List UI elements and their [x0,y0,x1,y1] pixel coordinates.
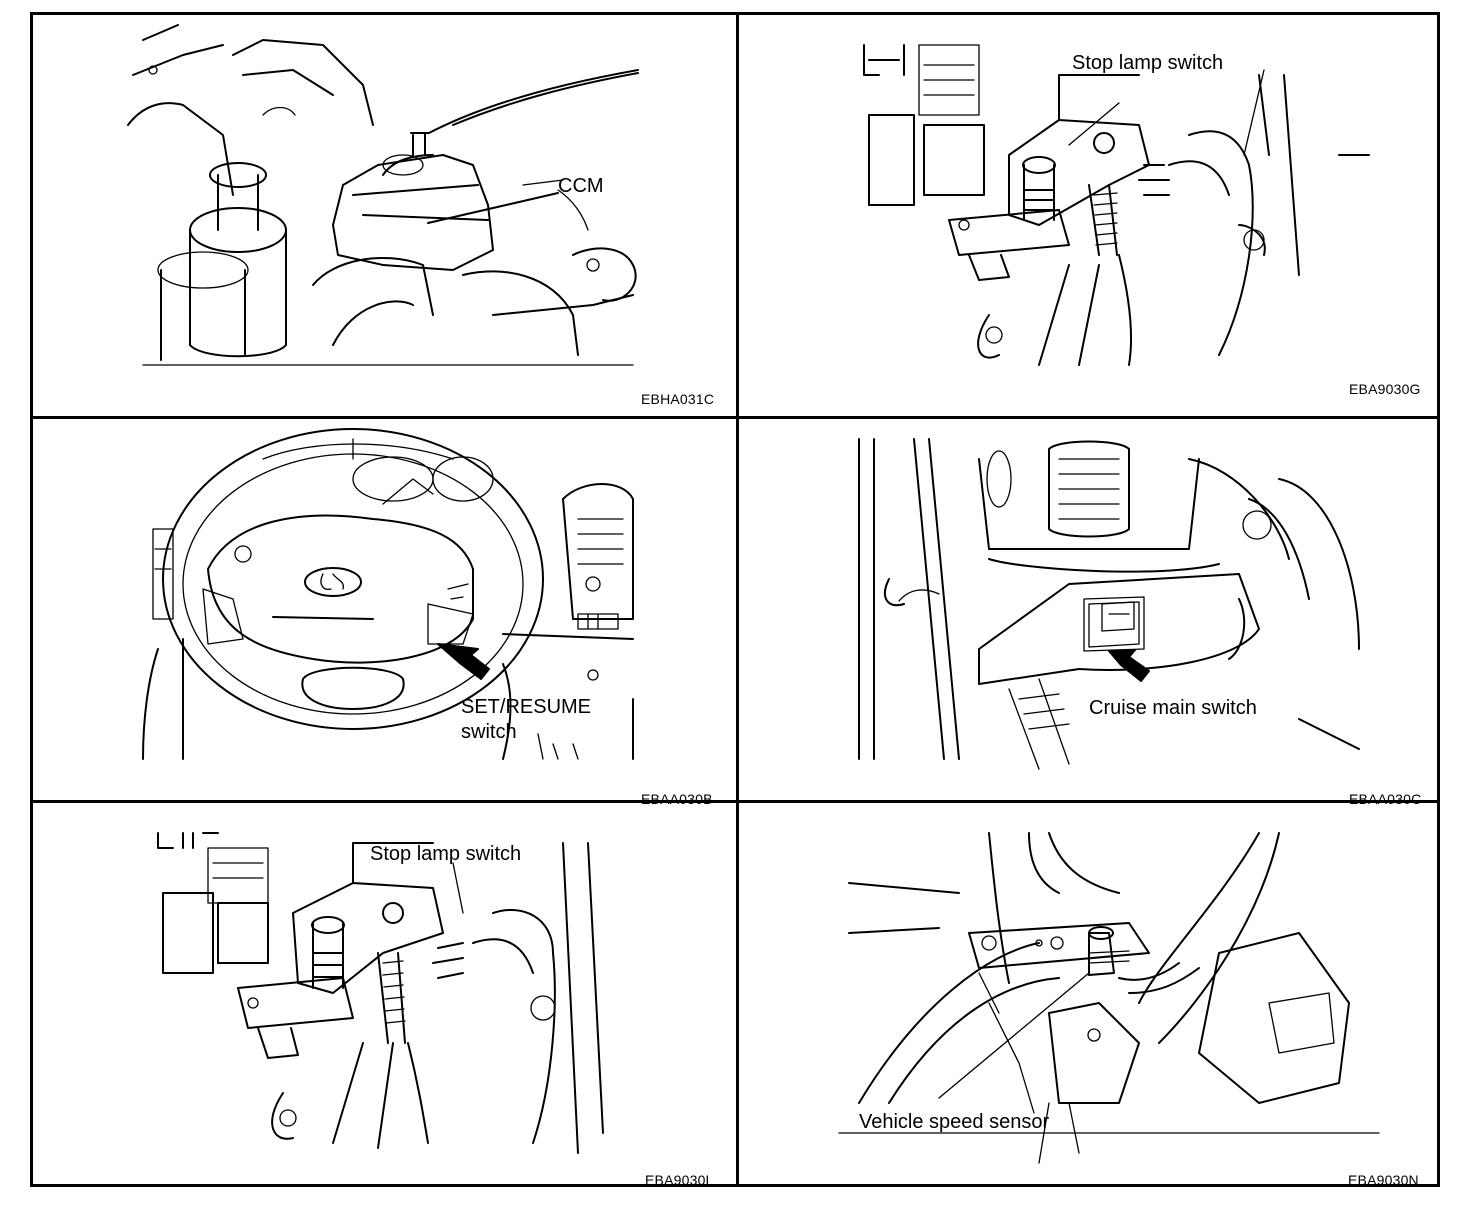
steering-wheel-drawing [142,428,634,760]
callout-stop-lamp-switch: Stop lamp switch [1072,52,1224,74]
callout-vehicle-speed-sensor: Vehicle speed sensor [859,1111,1050,1133]
figure-code: EBHA031C [641,391,715,407]
figure-code: EBA9030N [1348,1172,1419,1188]
column-divider [736,15,739,1184]
panel-ccm: CCM EBHA031C [33,15,736,416]
ccm-engine-bay-drawing [127,24,639,366]
figure-code: EBAA030C [1349,791,1422,807]
figure-code: EBA9030L [645,1172,714,1188]
panel-cruise-main-switch: Cruise main switch EBAA030C [739,419,1443,807]
hyundai-logo [304,567,362,597]
row-divider-2 [33,800,1437,803]
vehicle-speed-sensor-drawing [838,832,1380,1164]
panel-stop-lamp-switch-2: Stop lamp switch EBA9030L [33,803,736,1188]
stop-lamp-switch-drawing-2 [157,832,604,1154]
dashboard-lower-panel-drawing [858,438,1360,770]
panel-set-resume-switch: SET/RESUME switch EBAA030B [33,419,736,807]
callout-cruise-main-switch: Cruise main switch [1089,697,1257,719]
callout-set-resume: SET/RESUME [461,696,592,718]
row-divider-1 [33,416,1437,419]
callout-switch: switch [461,721,517,743]
figure-code: EBA9030G [1349,381,1421,397]
callout-ccm: CCM [558,175,604,197]
stop-lamp-switch-drawing [863,44,1370,366]
panel-stop-lamp-switch: Stop lamp switch EBA9030G [739,15,1443,416]
callout-stop-lamp-switch: Stop lamp switch [370,843,522,865]
figure-code: EBAA030B [641,791,713,807]
panel-vehicle-speed-sensor: Vehicle speed sensor EBA9030N [739,803,1443,1188]
illustration-grid: CCM EBHA031C [30,12,1443,1188]
